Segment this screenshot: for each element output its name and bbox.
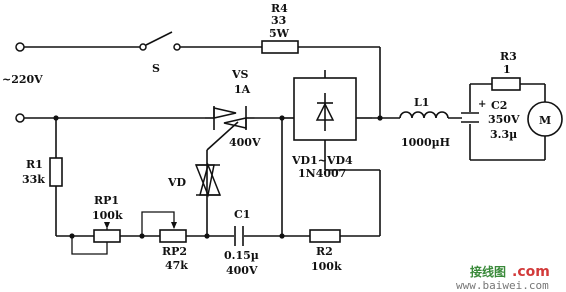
label-vd-ref: VD	[167, 176, 187, 189]
junction-bottom	[279, 233, 285, 239]
label-motor: M	[539, 114, 551, 127]
junction-bridge-right	[377, 115, 383, 121]
label-c2-voltage: 350V	[488, 113, 520, 126]
vs-triac	[205, 106, 255, 130]
label-c1-voltage: 400V	[226, 264, 258, 277]
motor	[527, 101, 563, 137]
watermark-com: .com	[512, 264, 550, 280]
c1-capacitor	[234, 226, 244, 246]
label-r2-ref: R2	[316, 245, 333, 258]
label-rp2-value: 47k	[165, 259, 188, 272]
watermark-cn: 接线图	[470, 264, 506, 279]
label-rp1-value: 100k	[92, 209, 123, 222]
label-switch: S	[152, 62, 160, 75]
label-vs-ref: VS	[231, 68, 249, 81]
terminal-bottom	[15, 113, 25, 123]
label-rp2-ref: RP2	[162, 245, 187, 258]
label-vs-rating: 1A	[234, 83, 251, 96]
label-c2-polarity: +	[478, 99, 486, 110]
rp1-potentiometer	[93, 222, 121, 243]
label-bridge-ref: VD1~VD4	[291, 154, 353, 167]
wire-rp2-wiper	[141, 211, 175, 236]
label-r4-value: 33	[271, 14, 286, 27]
label-r4-rating: 5W	[269, 27, 290, 40]
junction-r1	[53, 115, 59, 121]
switch-lever	[145, 31, 173, 46]
label-c2-ref: C2	[491, 99, 507, 112]
label-l1-ref: L1	[414, 96, 429, 109]
r2-resistor	[309, 229, 341, 243]
junction-rp2	[139, 233, 145, 239]
label-r1-value: 33k	[22, 173, 45, 186]
label-r2-value: 100k	[311, 260, 342, 273]
switch-contact-right	[173, 43, 181, 51]
bridge-rectifier	[282, 70, 380, 171]
vd-diac	[194, 150, 222, 198]
r1-resistor	[49, 157, 63, 187]
junction-vd	[204, 233, 210, 239]
rp2-potentiometer	[159, 222, 187, 243]
label-vs-voltage: 400V	[229, 136, 261, 149]
label-r1-ref: R1	[26, 158, 43, 171]
label-rp1-ref: RP1	[94, 194, 119, 207]
label-c2-value: 3.3µ	[490, 128, 517, 141]
switch-contact-left	[139, 43, 147, 51]
junction-rp1	[69, 233, 75, 239]
label-c1-value: 0.15µ	[224, 249, 259, 262]
label-r3-ref: R3	[500, 50, 517, 63]
r3-resistor	[491, 77, 521, 91]
label-c1-ref: C1	[234, 208, 250, 221]
r4-resistor	[261, 40, 299, 54]
label-l1-value: 1000µH	[401, 136, 450, 149]
watermark-url: www.baiwei.com	[456, 279, 549, 292]
l1-inductor	[399, 111, 449, 119]
c2-capacitor	[461, 112, 479, 124]
label-bridge-part: 1N4007	[298, 167, 346, 180]
label-r3-value: 1	[503, 63, 511, 76]
label-r4-ref: R4	[271, 2, 288, 15]
wire-gate	[206, 121, 239, 151]
terminal-top	[15, 42, 25, 52]
label-supply: ~220V	[2, 73, 43, 86]
